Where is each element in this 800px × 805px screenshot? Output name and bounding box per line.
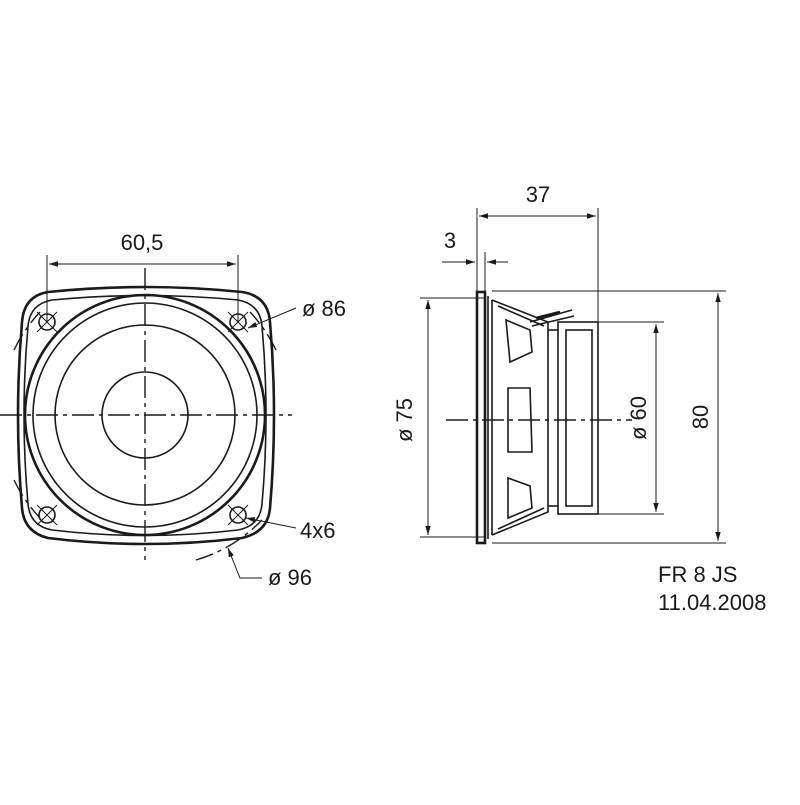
bolt-circle-arc-tl xyxy=(13,311,41,351)
mounting-hole-br xyxy=(227,504,249,526)
terminal-tab xyxy=(529,309,575,327)
basket-window-middle xyxy=(507,387,533,453)
basket-window-top xyxy=(505,318,533,364)
dim-bolt-spacing-label: 60,5 xyxy=(121,230,164,255)
date-label: 11.04.2008 xyxy=(658,590,766,615)
frame-outer xyxy=(16,285,276,546)
basket-window-bottom xyxy=(507,476,533,520)
flange-front xyxy=(475,290,487,545)
title-block: FR 8 JS 11.04.2008 xyxy=(658,562,766,615)
dim-diameter-60-label: ø 60 xyxy=(626,396,651,440)
mounting-hole-bl xyxy=(36,504,58,526)
basket-outline xyxy=(491,299,549,536)
basket-inner-edges xyxy=(497,305,545,530)
dim-hole-spec-label: 4x6 xyxy=(300,518,335,543)
dim-diameter-75-label: ø 75 xyxy=(392,398,417,442)
dim-height-label: 80 xyxy=(688,405,713,429)
magnet-outer xyxy=(557,321,599,515)
dim-diameter-86-label: ø 86 xyxy=(302,296,346,321)
bolt-circle-arc-tr xyxy=(249,311,277,351)
dim-diameter-96-label: ø 96 xyxy=(268,565,312,590)
dim-depth-label: 37 xyxy=(526,182,550,207)
bolt-circle-arc-br xyxy=(195,519,263,561)
dim-96-leader xyxy=(227,547,262,579)
front-view: 60,5 ø 86 4x6 ø 96 xyxy=(0,230,346,590)
magnet-inner xyxy=(565,329,593,507)
terminal-lug xyxy=(535,310,561,320)
side-view: 37 3 ø 75 ø 60 80 xyxy=(392,182,726,545)
model-label: FR 8 JS xyxy=(658,562,737,587)
dim-hole-leader xyxy=(245,517,297,529)
dim-flange-thickness-label: 3 xyxy=(444,228,456,253)
dim-86-leader xyxy=(247,307,297,329)
